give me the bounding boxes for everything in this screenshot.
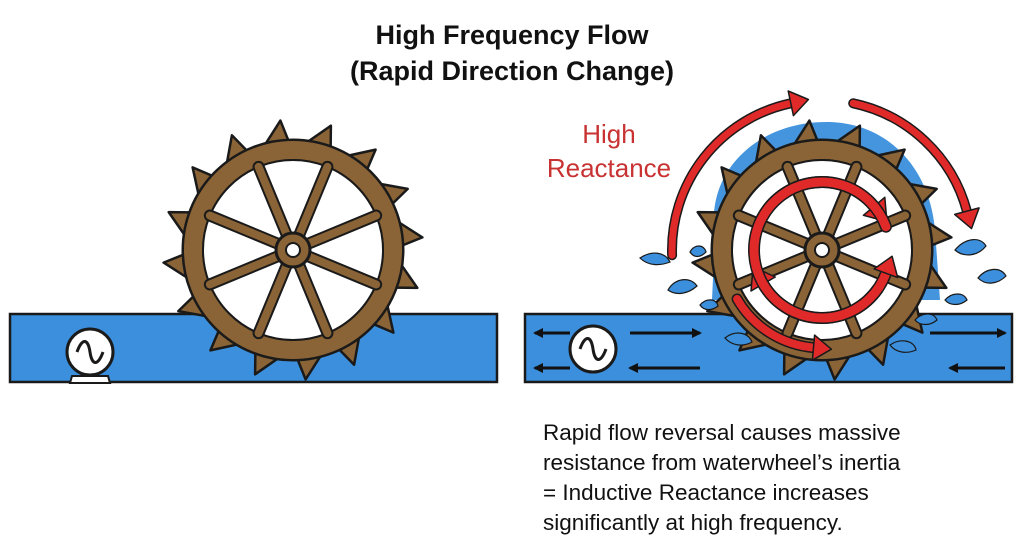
explanation-caption: Rapid flow reversal causes massive resis… [543,418,1013,538]
right-ac-source-icon [568,324,618,374]
caption-line-1: Rapid flow reversal causes massive [543,420,901,445]
caption-line-2: resistance from waterwheel’s inertia [543,450,901,475]
title-line-2: (Rapid Direction Change) [350,56,674,86]
reactance-label-line-2: Reactance [547,153,671,183]
outer-arrow-top-right [849,99,971,215]
reactance-label-line-1: High [582,119,635,149]
caption-line-3: = Inductive Reactance increases [543,480,869,505]
rotation-arrow-icon [667,90,980,361]
left-panel [8,119,499,384]
left-waterwheel [162,119,424,381]
outer-arrow-top-right-head [953,207,980,230]
splash-droplets [639,239,1007,353]
inner-arrow-lower-head [811,334,833,361]
flow-arrow-icon [533,328,1007,373]
inner-arrow-right [749,177,891,323]
outer-arrow-top-left [668,99,795,259]
outer-arrow-top-left-head [787,90,810,117]
wheel-rim [184,141,402,359]
wheel-axle [814,242,830,258]
inner-arrow-lower [733,295,818,352]
title-line-1: High Frequency Flow [375,20,649,50]
right-panel [523,90,1014,384]
inner-arrow-right-head [873,255,899,279]
caption-line-4: significantly at high frequency. [543,510,843,535]
left-ac-source-icon [65,327,115,384]
wheel-axle [285,242,301,258]
